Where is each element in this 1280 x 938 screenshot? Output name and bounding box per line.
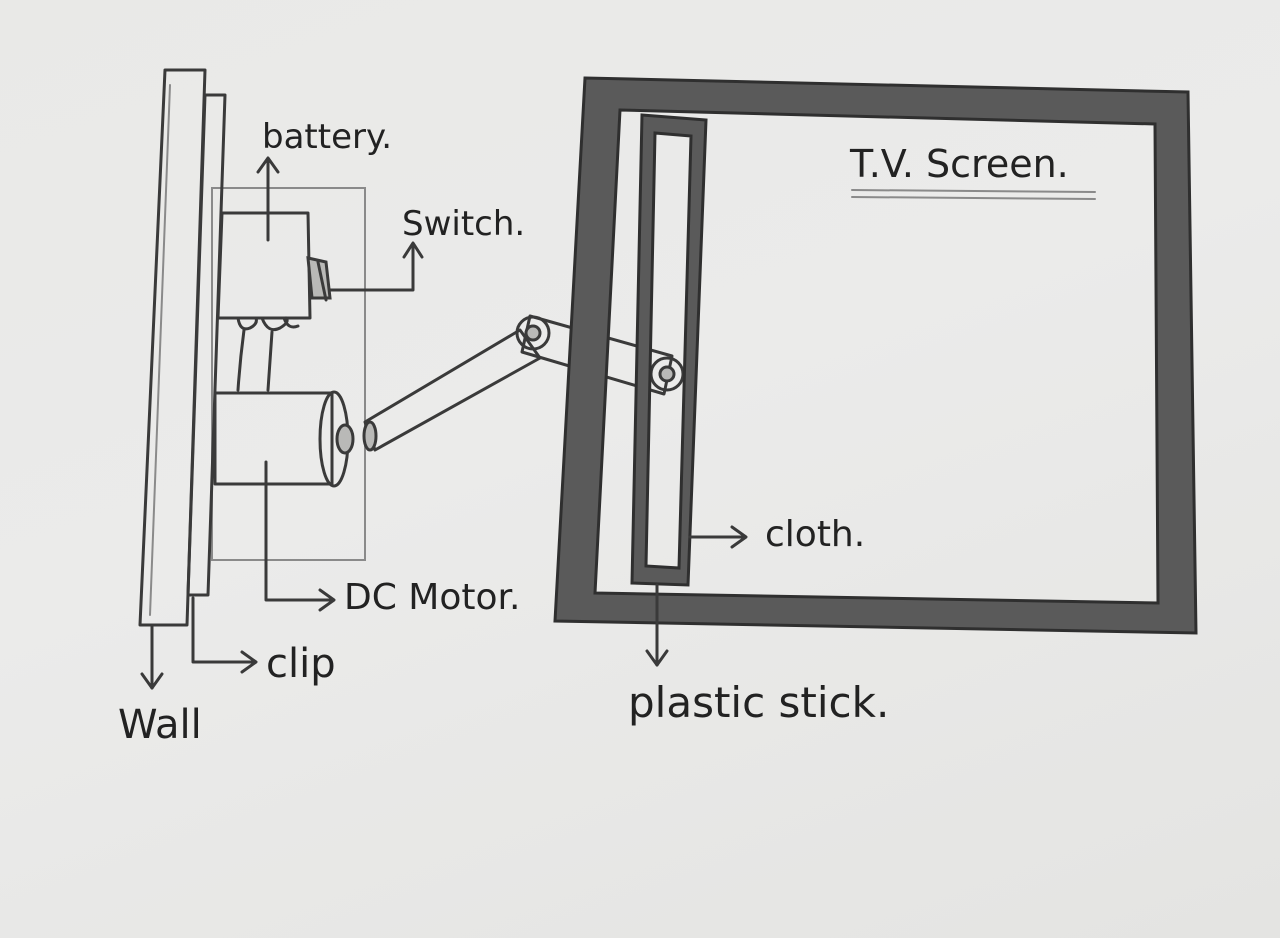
battery <box>218 213 330 390</box>
label-plastic-stick: plastic stick. <box>628 682 889 724</box>
label-tv-screen: T.V. Screen. <box>850 145 1069 183</box>
arrow-wall <box>142 625 162 688</box>
label-wall: Wall <box>118 705 202 745</box>
label-battery: battery. <box>262 120 392 154</box>
clip <box>188 95 225 595</box>
arrow-cloth <box>690 527 746 547</box>
label-clip: clip <box>266 644 336 684</box>
dc-motor <box>215 392 353 486</box>
mounting-plate <box>212 188 365 560</box>
label-cloth: cloth. <box>765 517 865 553</box>
label-switch: Switch. <box>402 207 525 241</box>
arrow-battery <box>258 158 278 240</box>
arrow-clip <box>193 598 256 672</box>
label-dc-motor: DC Motor. <box>344 580 520 616</box>
plastic-stick <box>632 115 706 585</box>
crank-arm <box>364 330 540 450</box>
switch <box>308 258 330 300</box>
arrow-switch <box>330 243 422 290</box>
